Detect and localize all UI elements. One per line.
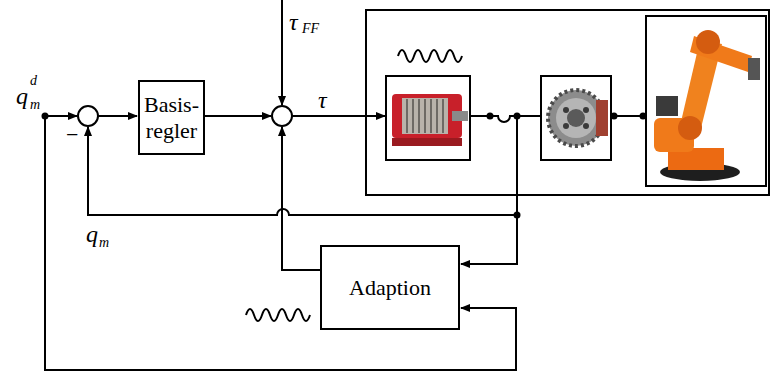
signal-subscript: FF: [302, 22, 319, 36]
sine-wave: [246, 309, 310, 321]
signal-name: τ: [289, 10, 298, 34]
sine-wave: [398, 50, 462, 62]
summing-junction: [272, 106, 292, 126]
summing-junction: [78, 106, 98, 126]
signal-subscript: m: [99, 236, 109, 250]
gear-picture: [541, 76, 611, 160]
robot-picture: [646, 16, 766, 186]
signal-name: q: [16, 84, 28, 108]
junction-dot: [611, 113, 618, 120]
signal-subscript: m: [30, 98, 40, 112]
controller-box: Basis- regler: [138, 80, 205, 155]
signal-name: q: [86, 222, 98, 246]
plant-frame: [366, 10, 769, 195]
signal-name: τ: [318, 88, 327, 112]
signal-superscript: d: [30, 74, 37, 88]
adaptation-box: Adaption: [320, 245, 460, 330]
sign-symbol: −: [66, 124, 78, 146]
motor-picture: [386, 76, 470, 160]
signal-wires: [42, 0, 540, 370]
box-label: Basis- regler: [144, 92, 199, 143]
box-label: Adaption: [349, 275, 431, 300]
